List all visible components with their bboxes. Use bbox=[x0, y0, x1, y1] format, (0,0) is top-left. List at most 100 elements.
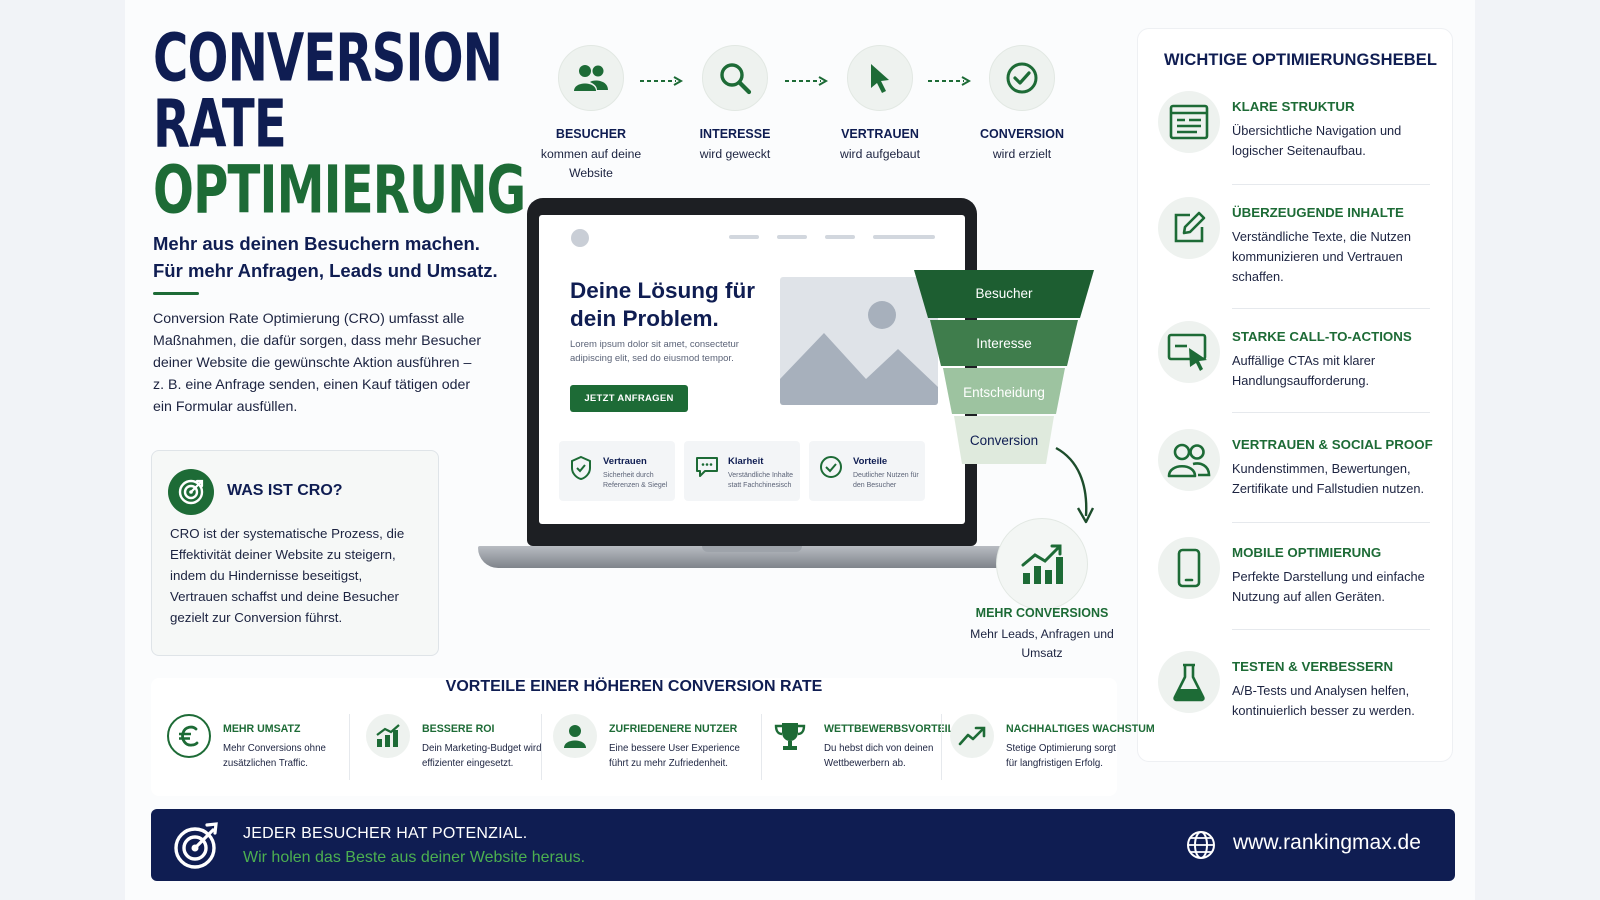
growth-chart-icon bbox=[996, 518, 1088, 610]
funnel-stage-conversion bbox=[954, 416, 1054, 464]
site-nav-item bbox=[777, 235, 807, 239]
divider bbox=[349, 714, 350, 780]
trend-up-icon bbox=[950, 714, 994, 758]
site-card-klarheit: Klarheit Verständliche Inhalte statt Fac… bbox=[684, 441, 800, 501]
user-icon bbox=[553, 714, 597, 758]
benefit-desc: Du hebst dich von deinen Wettbewerbern a… bbox=[824, 743, 934, 769]
flask-icon bbox=[1158, 651, 1220, 713]
euro-icon bbox=[167, 714, 211, 758]
edit-icon bbox=[1158, 197, 1220, 259]
title-line-1: CONVERSION bbox=[153, 20, 503, 97]
levers-title: WICHTIGE OPTIMIERUNGSHEBEL bbox=[1164, 51, 1438, 69]
divider bbox=[1232, 184, 1430, 185]
benefit-item: BESSERE ROI Dein Marketing-Budget wird e… bbox=[366, 714, 546, 784]
divider bbox=[1232, 522, 1430, 523]
title-line-2: RATE bbox=[153, 86, 287, 163]
step-vertrauen: VERTRAUEN wird aufgebaut bbox=[815, 45, 945, 164]
step-sub: wird geweckt bbox=[699, 147, 771, 161]
click-icon bbox=[1158, 321, 1220, 383]
dashed-arrow-icon bbox=[785, 76, 829, 86]
divider bbox=[1232, 412, 1430, 413]
benefit-item: WETTBEWERBSVORTEIL Du hebst dich von dei… bbox=[768, 714, 954, 784]
lever-title: STARKE CALL-TO-ACTIONS bbox=[1232, 329, 1412, 344]
lever-title: ÜBERZEUGENDE INHALTE bbox=[1232, 205, 1404, 220]
footer-headline: JEDER BESUCHER HAT POTENZIAL. bbox=[243, 825, 528, 842]
step-label: VERTRAUEN bbox=[841, 127, 919, 141]
laptop-screen: Deine Lösung für dein Problem. Lorem ips… bbox=[539, 215, 965, 524]
funnel-label: Entscheidung bbox=[963, 385, 1045, 400]
speech-bubble-icon bbox=[696, 457, 718, 477]
dashed-arrow-icon bbox=[640, 76, 684, 86]
site-nav-item bbox=[825, 235, 855, 239]
step-conversion: CONVERSION wird erzielt bbox=[957, 45, 1087, 164]
dashed-arrow-icon bbox=[928, 76, 972, 86]
benefit-desc: Stetige Optimierung sorgt für langfristi… bbox=[1006, 743, 1116, 769]
levers-panel: WICHTIGE OPTIMIERUNGSHEBEL KLARE STRUKTU… bbox=[1137, 28, 1453, 762]
step-label: CONVERSION bbox=[979, 127, 1065, 141]
target-icon bbox=[168, 469, 214, 515]
lever-desc: Auffällige CTAs mit klarer Handlungsauff… bbox=[1232, 353, 1376, 388]
smartphone-icon bbox=[1158, 537, 1220, 599]
lever-title: VERTRAUEN & SOCIAL PROOF bbox=[1232, 437, 1433, 452]
footer-url-link[interactable]: www.rankingmax.de bbox=[1233, 831, 1421, 854]
subtitle: Mehr aus deinen Besuchern machen. Für me… bbox=[153, 233, 498, 281]
globe-icon bbox=[1187, 831, 1215, 859]
step-sub: kommen auf deine Website bbox=[540, 147, 642, 180]
card-title: Vorteile bbox=[853, 456, 888, 467]
card-sub: Sicherheit durch Referenzen & Siegel bbox=[603, 472, 668, 489]
divider bbox=[1232, 308, 1430, 309]
check-circle-icon bbox=[820, 456, 842, 478]
benefit-title: MEHR UMSATZ bbox=[223, 723, 301, 735]
footer-subline: Wir holen das Beste aus deiner Website h… bbox=[243, 849, 586, 866]
laptop-notch bbox=[702, 546, 802, 552]
lever-title: MOBILE OPTIMIERUNG bbox=[1232, 545, 1382, 560]
lever-desc: Übersichtliche Navigation und logischer … bbox=[1232, 123, 1402, 158]
intro-text: Conversion Rate Optimierung (CRO) umfass… bbox=[153, 311, 482, 415]
benefit-title: NACHHALTIGES WACHSTUM bbox=[1006, 723, 1155, 735]
site-cta-button[interactable]: JETZT ANFRAGEN bbox=[570, 385, 688, 412]
benefit-item: ZUFRIEDENERE NUTZER Eine bessere User Ex… bbox=[553, 714, 753, 784]
lever-title: TESTEN & VERBESSERN bbox=[1232, 659, 1394, 674]
site-nav-item bbox=[729, 235, 759, 239]
shield-check-icon bbox=[571, 455, 591, 481]
check-circle-icon bbox=[989, 45, 1055, 111]
search-icon bbox=[702, 45, 768, 111]
step-besucher: BESUCHER kommen auf deine Website bbox=[526, 45, 656, 183]
divider bbox=[761, 714, 762, 780]
title-line-3: OPTIMIERUNG bbox=[153, 152, 526, 229]
funnel-label: Besucher bbox=[975, 286, 1033, 301]
footer-banner: JEDER BESUCHER HAT POTENZIAL. Wir holen … bbox=[151, 809, 1455, 881]
benefit-item: MEHR UMSATZ Mehr Conversions ohne zusätz… bbox=[167, 714, 347, 784]
card-sub: Verständliche Inhalte statt Fachchinesis… bbox=[728, 472, 793, 489]
benefit-desc: Dein Marketing-Budget wird effizienter e… bbox=[422, 743, 542, 769]
benefit-title: ZUFRIEDENERE NUTZER bbox=[609, 723, 738, 735]
site-headline: Deine Lösung für dein Problem. bbox=[570, 278, 755, 331]
card-sub: Deutlicher Nutzen für den Besucher bbox=[853, 472, 919, 489]
image-placeholder-icon bbox=[780, 277, 938, 405]
step-sub: wird erzielt bbox=[992, 147, 1052, 161]
site-logo-placeholder bbox=[571, 229, 589, 247]
users-icon bbox=[558, 45, 624, 111]
group-icon bbox=[1158, 429, 1220, 491]
more-conversions-sub: Mehr Leads, Anfragen und Umsatz bbox=[970, 627, 1114, 660]
funnel-stage-besucher bbox=[914, 270, 1094, 318]
divider bbox=[941, 714, 942, 780]
benefit-item: NACHHALTIGES WACHSTUM Stetige Optimierun… bbox=[950, 714, 1155, 784]
step-interesse: INTERESSE wird geweckt bbox=[670, 45, 800, 164]
accent-line bbox=[153, 292, 199, 295]
bar-chart-icon bbox=[366, 714, 410, 758]
right-margin bbox=[1475, 0, 1600, 900]
lever-desc: A/B-Tests und Analysen helfen, kontinuie… bbox=[1232, 683, 1415, 718]
conversion-funnel bbox=[914, 270, 1094, 464]
benefits-section: VORTEILE EINER HÖHEREN CONVERSION RATE M… bbox=[151, 678, 1155, 796]
cro-info-box: WAS IST CRO? CRO ist der systematische P… bbox=[151, 450, 439, 656]
step-sub: wird aufgebaut bbox=[840, 147, 920, 161]
site-lorem: Lorem ipsum dolor sit amet, consectetur … bbox=[570, 339, 739, 364]
laptop-base bbox=[478, 546, 1026, 568]
benefit-desc: Mehr Conversions ohne zusätzlichen Traff… bbox=[223, 743, 326, 769]
benefits-title: VORTEILE EINER HÖHEREN CONVERSION RATE bbox=[445, 678, 823, 695]
benefit-title: BESSERE ROI bbox=[422, 723, 495, 735]
funnel-stage-interesse bbox=[930, 320, 1078, 366]
step-label: BESUCHER bbox=[555, 127, 627, 141]
divider bbox=[1232, 629, 1430, 630]
